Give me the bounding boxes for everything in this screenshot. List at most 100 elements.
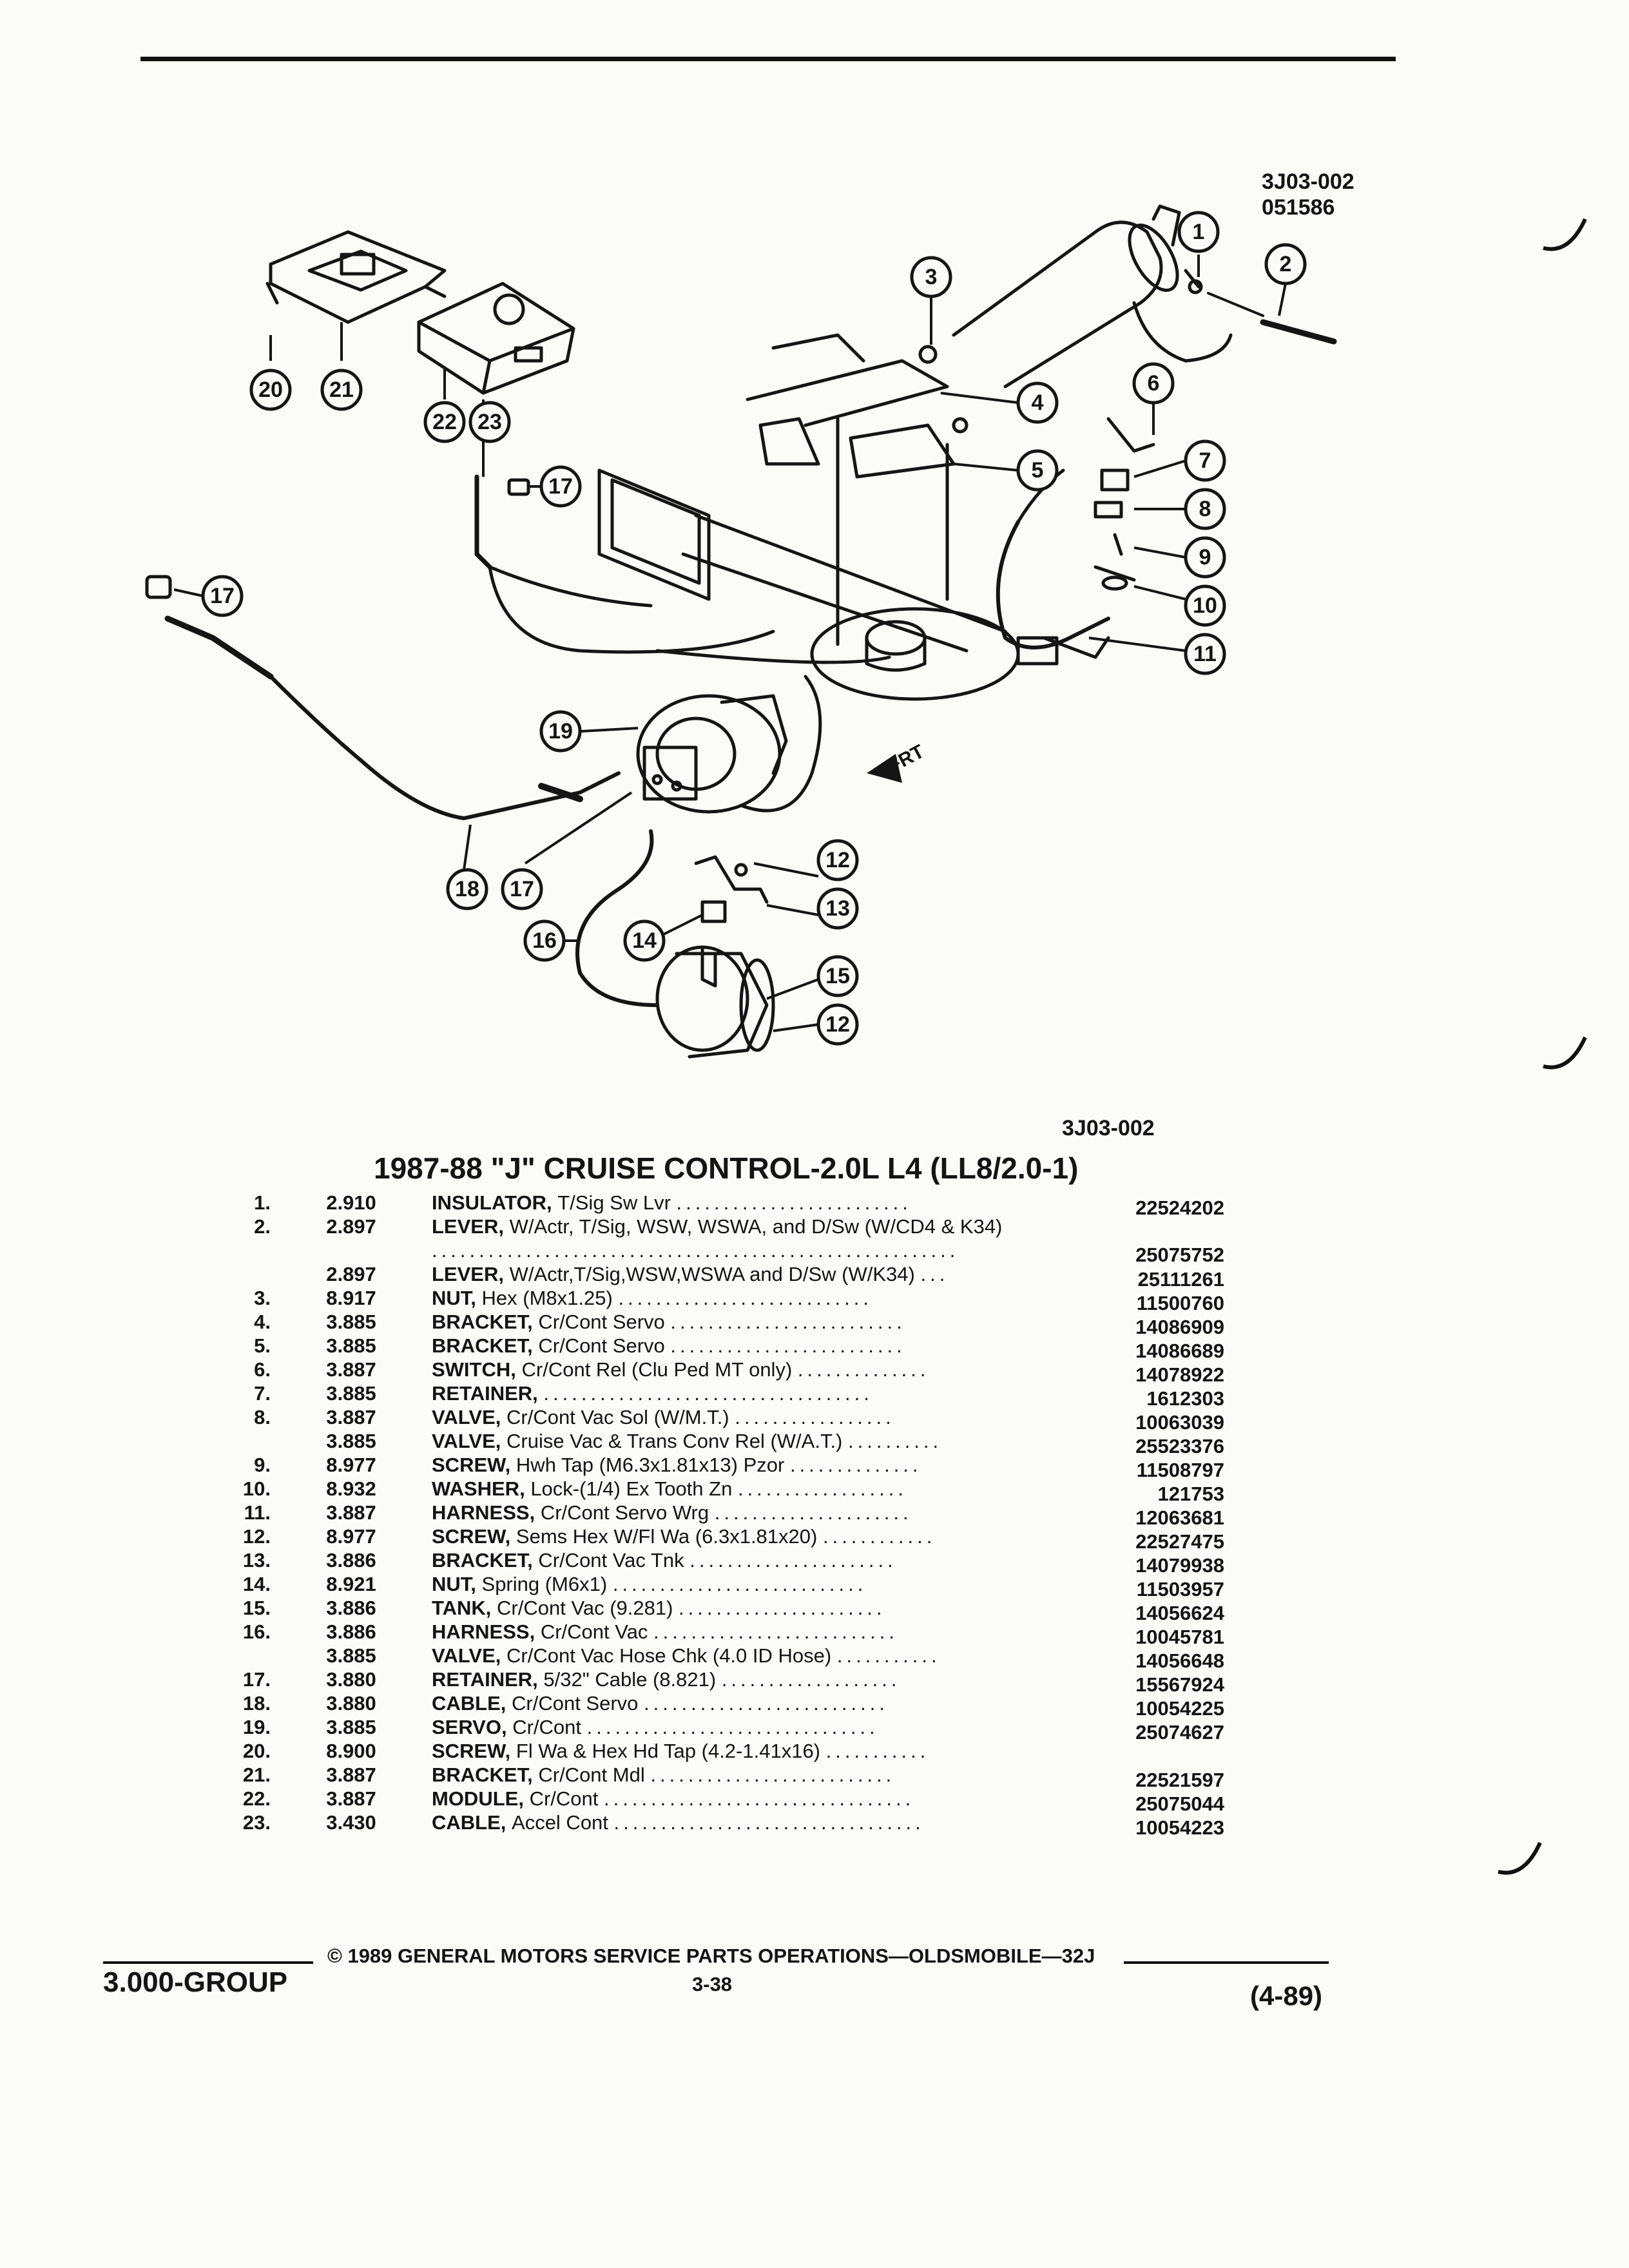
exploded-parts-diagram: 1 2 3 4 5 6 7 8 9 10 11 12 13 15 12 14 1… (145, 204, 1337, 1059)
callout-4: 4 (1032, 390, 1044, 415)
svg-text:FRT: FRT (885, 741, 928, 778)
part-ref-number: 8. (254, 1406, 271, 1428)
part-number: 14086909 (1135, 1316, 1224, 1338)
part-description: BRACKET, Cr/Cont Mdl ...................… (432, 1763, 1095, 1787)
part-name: INSULATOR, (432, 1191, 552, 1214)
part-ref-number: 3. (254, 1287, 271, 1309)
part-description: SWITCH, Cr/Cont Rel (Clu Ped MT only) ..… (432, 1358, 1095, 1381)
callout-3: 3 (925, 265, 938, 289)
dot-leader: ......................... (676, 1191, 912, 1214)
group-number: 3.887 (326, 1406, 376, 1428)
callout-17-lower: 17 (510, 877, 534, 901)
dot-leader: .............. (789, 1454, 922, 1476)
part-name: TANK, (432, 1597, 492, 1619)
callout-17-left: 17 (210, 584, 235, 608)
dot-leader: ................................. (613, 1811, 925, 1834)
part-name: BRACKET, (432, 1334, 533, 1357)
dot-leader: ................................. (604, 1787, 915, 1810)
group-number: 8.900 (326, 1740, 376, 1762)
part-description: BRACKET, Cr/Cont Vac Tnk ...............… (432, 1548, 1095, 1572)
part-name: VALVE, (432, 1406, 501, 1428)
tank-bracket-illustration (694, 855, 769, 923)
part-description: SCREW, Sems Hex W/Fl Wa (6.3x1.81x20) ..… (432, 1524, 1095, 1548)
group-number: 3.885 (326, 1430, 376, 1452)
part-description: SCREW, Hwh Tap (M6.3x1.81x13) Pzor .....… (432, 1453, 1095, 1477)
steering-column-illustration (952, 204, 1337, 389)
callout-6: 6 (1148, 371, 1160, 396)
vacuum-hose-illustration (575, 829, 659, 1007)
group-number: 3.886 (326, 1597, 376, 1619)
part-number: 1612303 (1146, 1387, 1224, 1410)
group-number: 3.886 (326, 1549, 376, 1571)
dot-leader: ...................... (679, 1597, 886, 1619)
callout-15: 15 (825, 964, 850, 988)
callout-22: 22 (432, 410, 457, 434)
part-description: CABLE, Cr/Cont Servo ...................… (432, 1691, 1095, 1715)
figure-reference: 3J03-002 (1062, 1116, 1155, 1140)
part-description: LEVER, W/Actr,T/Sig,WSW,WSWA and D/Sw (W… (432, 1262, 1095, 1286)
part-ref-number: 13. (242, 1549, 271, 1571)
part-spec: Cr/Cont Vac Tnk (538, 1549, 684, 1571)
dot-leader: ......................... (670, 1311, 906, 1333)
servo-bracket-illustration (746, 333, 969, 479)
module-bracket-illustration (265, 230, 447, 324)
part-spec: Cr/Cont (512, 1716, 582, 1738)
part-spec: W/Actr,T/Sig,WSW,WSWA and D/Sw (W/K34) (509, 1263, 915, 1285)
switch-small-parts-illustration (1094, 417, 1155, 591)
part-number: 15567924 (1135, 1673, 1224, 1696)
part-description: HARNESS, Cr/Cont Servo Wrg .............… (432, 1501, 1095, 1524)
callout-8: 8 (1199, 497, 1211, 521)
part-description: NUT, Spring (M6x1) .....................… (432, 1572, 1095, 1596)
part-spec: Cr/Cont Servo (538, 1334, 665, 1357)
part-name: RETAINER, (432, 1668, 538, 1691)
group-number: 3.880 (326, 1692, 376, 1715)
part-name: MODULE, (432, 1787, 524, 1810)
callout-9: 9 (1199, 545, 1211, 570)
part-ref-number: 12. (242, 1525, 271, 1548)
servo-cable-illustration (164, 615, 621, 820)
part-number: 22521597 (1135, 1769, 1224, 1791)
part-description: CABLE, Accel Cont ......................… (432, 1811, 1095, 1834)
part-name: SERVO, (432, 1716, 507, 1738)
part-spec: Spring (M6x1) (481, 1573, 608, 1595)
part-name: BRACKET, (432, 1763, 533, 1786)
callout-2: 2 (1280, 252, 1292, 276)
part-ref-number: 19. (242, 1716, 271, 1738)
part-name: SCREW, (432, 1454, 511, 1476)
part-spec: 5/32" Cable (8.821) (543, 1668, 717, 1691)
dot-leader: .......................... (653, 1620, 898, 1643)
part-description: TANK, Cr/Cont Vac (9.281) ..............… (432, 1596, 1095, 1620)
part-spec: Cruise Vac & Trans Conv Rel (W/A.T.) (506, 1430, 843, 1452)
module-illustration (417, 282, 575, 395)
group-number: 3.885 (326, 1644, 376, 1667)
dot-leader: ...................... (689, 1549, 897, 1571)
group-number: 3.887 (326, 1501, 376, 1524)
footer-copyright: © 1989 GENERAL MOTORS SERVICE PARTS OPER… (327, 1945, 1095, 1967)
part-ref-number: 11. (244, 1501, 271, 1524)
group-number: 3.885 (326, 1334, 376, 1357)
callout-10: 10 (1193, 593, 1217, 618)
part-description: NUT, Hex (M8x1.25) .....................… (432, 1286, 1095, 1310)
parts-row: 13. 3.886 BRACKET, Cr/Cont Vac Tnk .......… (193, 1548, 1250, 1577)
callout-19: 19 (548, 719, 573, 744)
part-spec: Cr/Cont Servo Wrg (540, 1501, 709, 1524)
part-description: VALVE, Cr/Cont Vac Hose Chk (4.0 ID Hose… (432, 1644, 1095, 1667)
footer-rule-left (103, 1961, 313, 1964)
part-ref-number: 16. (242, 1620, 271, 1643)
part-number: 121753 (1157, 1483, 1224, 1505)
part-spec: Lock-(1/4) Ex Tooth Zn (530, 1477, 733, 1500)
part-name: CABLE, (432, 1811, 506, 1834)
